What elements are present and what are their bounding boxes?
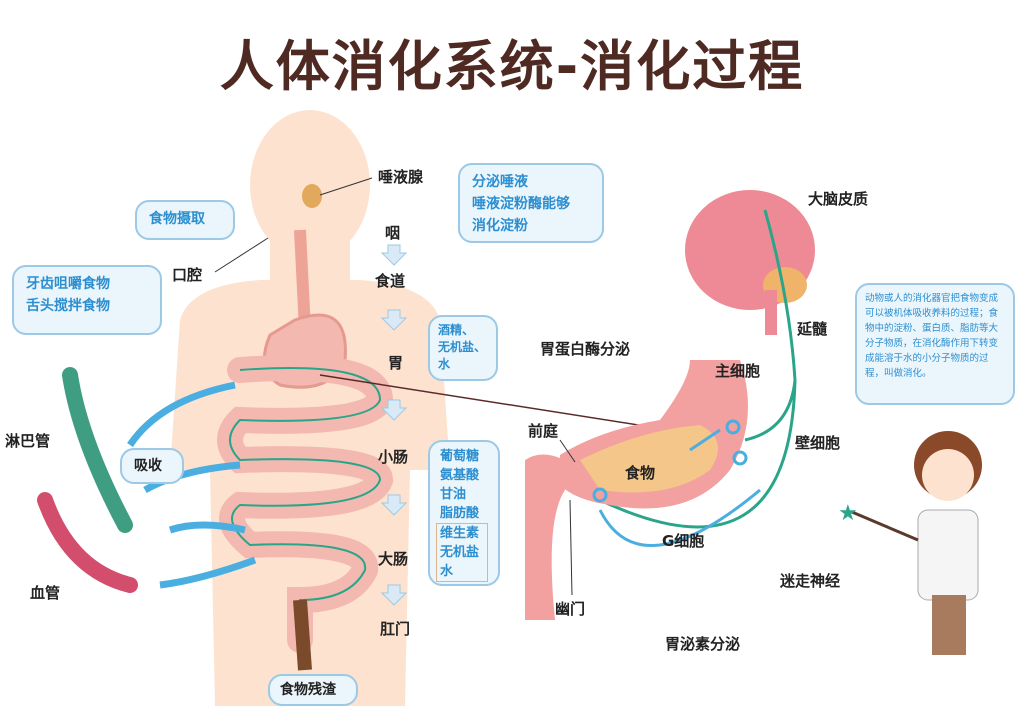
label-large-intestine: 大肠	[378, 550, 409, 568]
label-blood: 血管	[30, 584, 61, 602]
salivary-gland-shape	[302, 184, 322, 208]
box-residue: 食物残渣	[268, 674, 358, 706]
teeth-line: 舌头搅拌食物	[26, 298, 110, 314]
label-salivary-gland: 唾液腺	[378, 168, 424, 186]
label-pharynx: 咽	[385, 224, 401, 242]
box-teeth: 牙齿咀嚼食物 舌头搅拌食物	[12, 265, 162, 335]
label-small-intestine: 小肠	[378, 448, 409, 466]
label-gastrin: 胃泌素分泌	[665, 635, 741, 653]
label-lymph: 淋巴管	[5, 432, 51, 450]
label-anus: 肛门	[380, 620, 411, 638]
teacher-illustration: ★	[838, 431, 982, 655]
label-mouth: 口腔	[172, 266, 203, 284]
saliva-line: 分泌唾液	[472, 174, 528, 190]
saliva-line: 消化淀粉	[472, 218, 528, 234]
label-cortex: 大脑皮质	[808, 190, 869, 208]
label-stomach: 胃	[388, 354, 404, 372]
label-pepsin: 胃蛋白酶分泌	[540, 340, 631, 358]
label-chief-cell: 主细胞	[715, 362, 761, 380]
stomach-absorb-item: 水	[438, 357, 451, 371]
stomach-absorb-item: 酒精、	[438, 323, 475, 337]
label-esophagus: 食道	[375, 272, 406, 290]
intestine-absorb-item: 脂肪酸	[440, 506, 480, 521]
teeth-line: 牙齿咀嚼食物	[26, 276, 110, 292]
intestine-absorb-item: 甘油	[440, 487, 467, 502]
digestive-tract	[217, 229, 394, 671]
box-saliva: 分泌唾液 唾液淀粉酶能够 消化淀粉	[458, 163, 604, 243]
box-stomach-absorb: 酒精、 无机盐、 水	[428, 315, 498, 381]
label-parietal-cell: 壁细胞	[795, 434, 841, 452]
label-g-cell: G细胞	[662, 532, 705, 550]
stomach-absorb-item: 无机盐、	[438, 340, 487, 354]
intestine-absorb-item: 葡萄糖	[440, 449, 480, 464]
label-vagus: 迷走神经	[780, 572, 841, 590]
box-absorb: 吸收	[120, 448, 184, 484]
box-intestine-absorb: 葡萄糖 氨基酸 甘油 脂肪酸 维生素 无机盐 水	[428, 440, 500, 586]
intestine-absorb-item: 无机盐	[440, 545, 480, 560]
label-pylorus: 幽门	[555, 600, 586, 618]
intestine-absorb-item: 水	[440, 564, 454, 579]
intestine-absorb-item: 维生素	[440, 526, 480, 541]
label-medulla: 延髓	[797, 320, 828, 338]
intestine-absorb-item: 氨基酸	[440, 468, 480, 483]
label-food: 食物	[625, 464, 656, 482]
blood-vessel	[37, 492, 138, 593]
lymph-vessel	[62, 367, 133, 533]
box-intake: 食物摄取	[135, 200, 235, 240]
svg-text:★: ★	[838, 501, 858, 526]
salivary-pointer	[319, 177, 373, 196]
saliva-line: 唾液淀粉酶能够	[472, 196, 570, 212]
definition-box: 动物或人的消化器官把食物变成可以被机体吸收养料的过程；食物中的淀粉、蛋白质、脂肪…	[855, 283, 1015, 405]
page-title: 人体消化系统-消化过程	[219, 35, 805, 98]
label-antrum: 前庭	[528, 422, 559, 440]
brain-shape	[685, 190, 815, 335]
stomach-shape	[525, 360, 748, 620]
